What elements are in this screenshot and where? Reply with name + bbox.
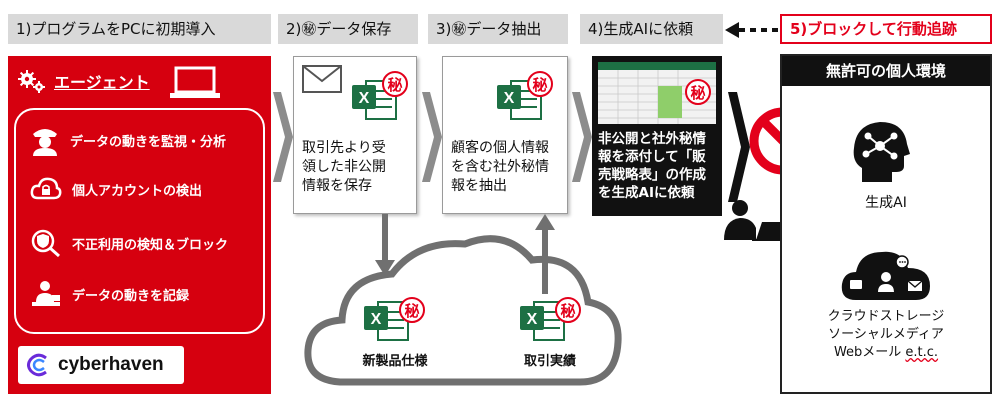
step-3-label: 3)㊙データ抽出 <box>428 14 568 44</box>
step-5-label: 5)ブロックして行動追跡 <box>780 14 992 44</box>
feature-detect-account: 個人アカウントの検出 <box>30 176 202 202</box>
agent-header: エージェント <box>18 68 150 94</box>
secret-mark: 秘 <box>560 302 575 320</box>
laptop-icon <box>170 66 220 98</box>
step-2-card: X 秘 取引先より受 領した非公開 情報を保存 <box>293 56 417 214</box>
secret-mark: 秘 <box>387 76 402 94</box>
excel-secret-icon: X 秘 <box>352 71 408 120</box>
step-3-text: 顧客の個人情報 を含む社外秘情 報を抽出 <box>451 139 549 196</box>
excel-mark: X <box>527 311 538 328</box>
cloud-file-label: 取引実績 <box>523 354 576 369</box>
excel-secret-icon: X 秘 <box>364 297 425 341</box>
secret-mark: 秘 <box>690 84 705 102</box>
cloud-services-icon <box>841 251 930 300</box>
cloud-lock-icon <box>30 177 62 200</box>
service-item-prefix: Webメール <box>833 345 902 360</box>
cloud-shape <box>304 235 622 386</box>
spreadsheet-thumbnail: 秘 <box>598 62 716 124</box>
feature-label: データの動きを記録 <box>72 288 190 304</box>
shield-search-icon <box>31 229 60 258</box>
person-laptop-icon <box>724 200 784 241</box>
step-2-line: 情報を保存 <box>302 178 372 194</box>
step-3-line: 顧客の個人情報 <box>451 140 549 156</box>
guard-icon <box>33 129 57 156</box>
step-3-line: を含む社外秘情 <box>451 159 549 175</box>
brand-name: cyberhaven <box>58 354 164 375</box>
step-4-text: 非公開と社外秘情 報を添付して「販 売戦略表」の作成 を生成AIに依頼 <box>598 130 720 202</box>
excel-mark: X <box>504 90 515 107</box>
cyberhaven-logo: cyberhaven <box>18 346 184 384</box>
secret-mark: 秘 <box>532 76 547 94</box>
service-item: クラウドストレージ <box>827 309 945 324</box>
step-2-line: 領した非公開 <box>302 159 386 175</box>
dashed-arrow-left <box>725 22 778 38</box>
excel-mark: X <box>371 311 382 328</box>
chevron-right-icon <box>728 92 750 202</box>
ai-head-icon <box>853 122 910 182</box>
feature-record: データの動きを記録 <box>30 278 189 310</box>
chevron-right-icon <box>273 92 293 182</box>
feature-detect-block: 不正利用の検知＆ブロック <box>30 228 228 258</box>
feature-label: 個人アカウントの検出 <box>72 183 203 199</box>
excel-secret-icon: X 秘 <box>497 71 553 120</box>
step-2-line: 取引先より受 <box>302 140 386 156</box>
feature-label: 不正利用の検知＆ブロック <box>72 237 229 253</box>
gears-icon <box>18 70 45 93</box>
service-item: ソーシャルメディア <box>828 327 944 342</box>
chevron-right-icon <box>422 92 442 182</box>
arrow-down-icon <box>375 214 395 276</box>
environment-title: 無許可の個人環境 <box>782 56 990 86</box>
step-4-line: 非公開と社外秘情 <box>598 131 706 147</box>
person-desk-icon <box>32 281 60 306</box>
step-2-text: 取引先より受 領した非公開 情報を保存 <box>302 139 386 196</box>
chevron-right-icon <box>572 92 592 182</box>
service-item-etc: e.t.c. <box>905 345 939 360</box>
secret-mark: 秘 <box>404 302 419 320</box>
step-3-line: 報を抽出 <box>451 178 507 194</box>
step-4-card: 秘 非公開と社外秘情 報を添付して「販 売戦略表」の作成 を生成AIに依頼 <box>592 56 722 216</box>
agent-features: データの動きを監視・分析 個人アカウントの検出 不正利用の検知＆ブロック <box>14 108 265 334</box>
excel-secret-icon: X 秘 <box>520 297 581 341</box>
step-4-label: 4)生成AIに依頼 <box>580 14 723 44</box>
feature-monitor: データの動きを監視・分析 <box>30 124 226 156</box>
feature-label: データの動きを監視・分析 <box>70 134 227 150</box>
step-2-label: 2)㊙データ保存 <box>278 14 418 44</box>
envelope-icon <box>302 65 342 93</box>
agent-panel: エージェント データの動きを監視・分析 個人アカウントの検出 <box>8 56 271 394</box>
service-item: Webメール e.t.c. <box>782 344 990 362</box>
cloud-file-label: 新製品仕様 <box>362 354 428 369</box>
arrow-up-icon <box>535 214 555 294</box>
ai-label: 生成AI <box>865 195 907 211</box>
services-list: クラウドストレージ ソーシャルメディア Webメール e.t.c. <box>782 308 990 362</box>
step-4-line: を生成AIに依頼 <box>598 185 695 201</box>
step-1-label: 1)プログラムをPCに初期導入 <box>8 14 271 44</box>
agent-title: エージェント <box>54 73 150 92</box>
excel-mark: X <box>359 90 370 107</box>
step-4-line: 報を添付して「販 <box>598 149 706 165</box>
cyberhaven-mark-icon <box>27 353 47 377</box>
step-4-line: 売戦略表」の作成 <box>598 167 706 183</box>
personal-environment-panel: 無許可の個人環境 生成AI クラウドストレージ ソーシャルメディア Webメール… <box>780 54 992 394</box>
step-3-card: X 秘 顧客の個人情報 を含む社外秘情 報を抽出 <box>442 56 568 214</box>
